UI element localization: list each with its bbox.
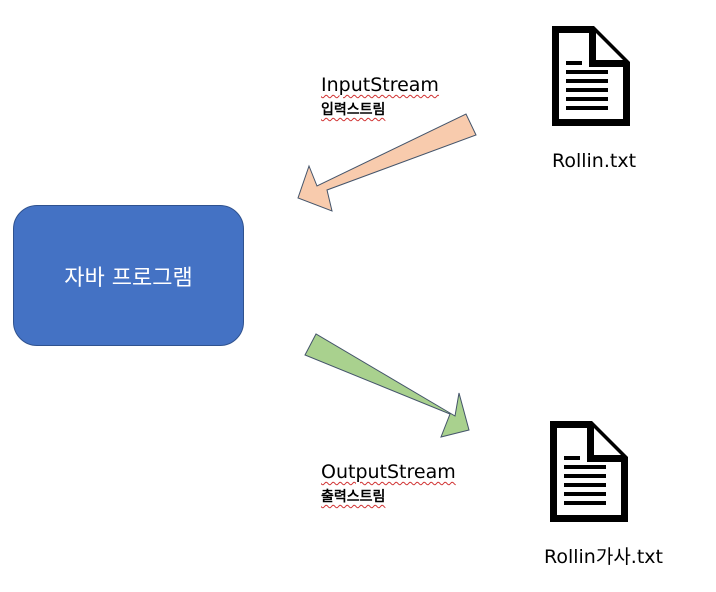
output-stream-label: OutputStream xyxy=(321,461,456,483)
document-icon xyxy=(550,421,628,522)
source-file-name: Rollin.txt xyxy=(552,150,637,172)
output-stream-korean-label: 출력스트림 xyxy=(321,489,386,505)
input-stream-korean-label: 입력스트림 xyxy=(321,102,386,118)
java-program-label: 자바 프로그램 xyxy=(64,265,193,291)
java-program-box: 자바 프로그램 xyxy=(13,205,244,346)
target-file-name: Rollin가사.txt xyxy=(544,546,663,568)
input-stream-label: InputStream xyxy=(321,74,439,96)
output-stream-arrow xyxy=(304,333,470,438)
document-icon xyxy=(552,26,630,126)
input-stream-arrow xyxy=(297,113,477,212)
